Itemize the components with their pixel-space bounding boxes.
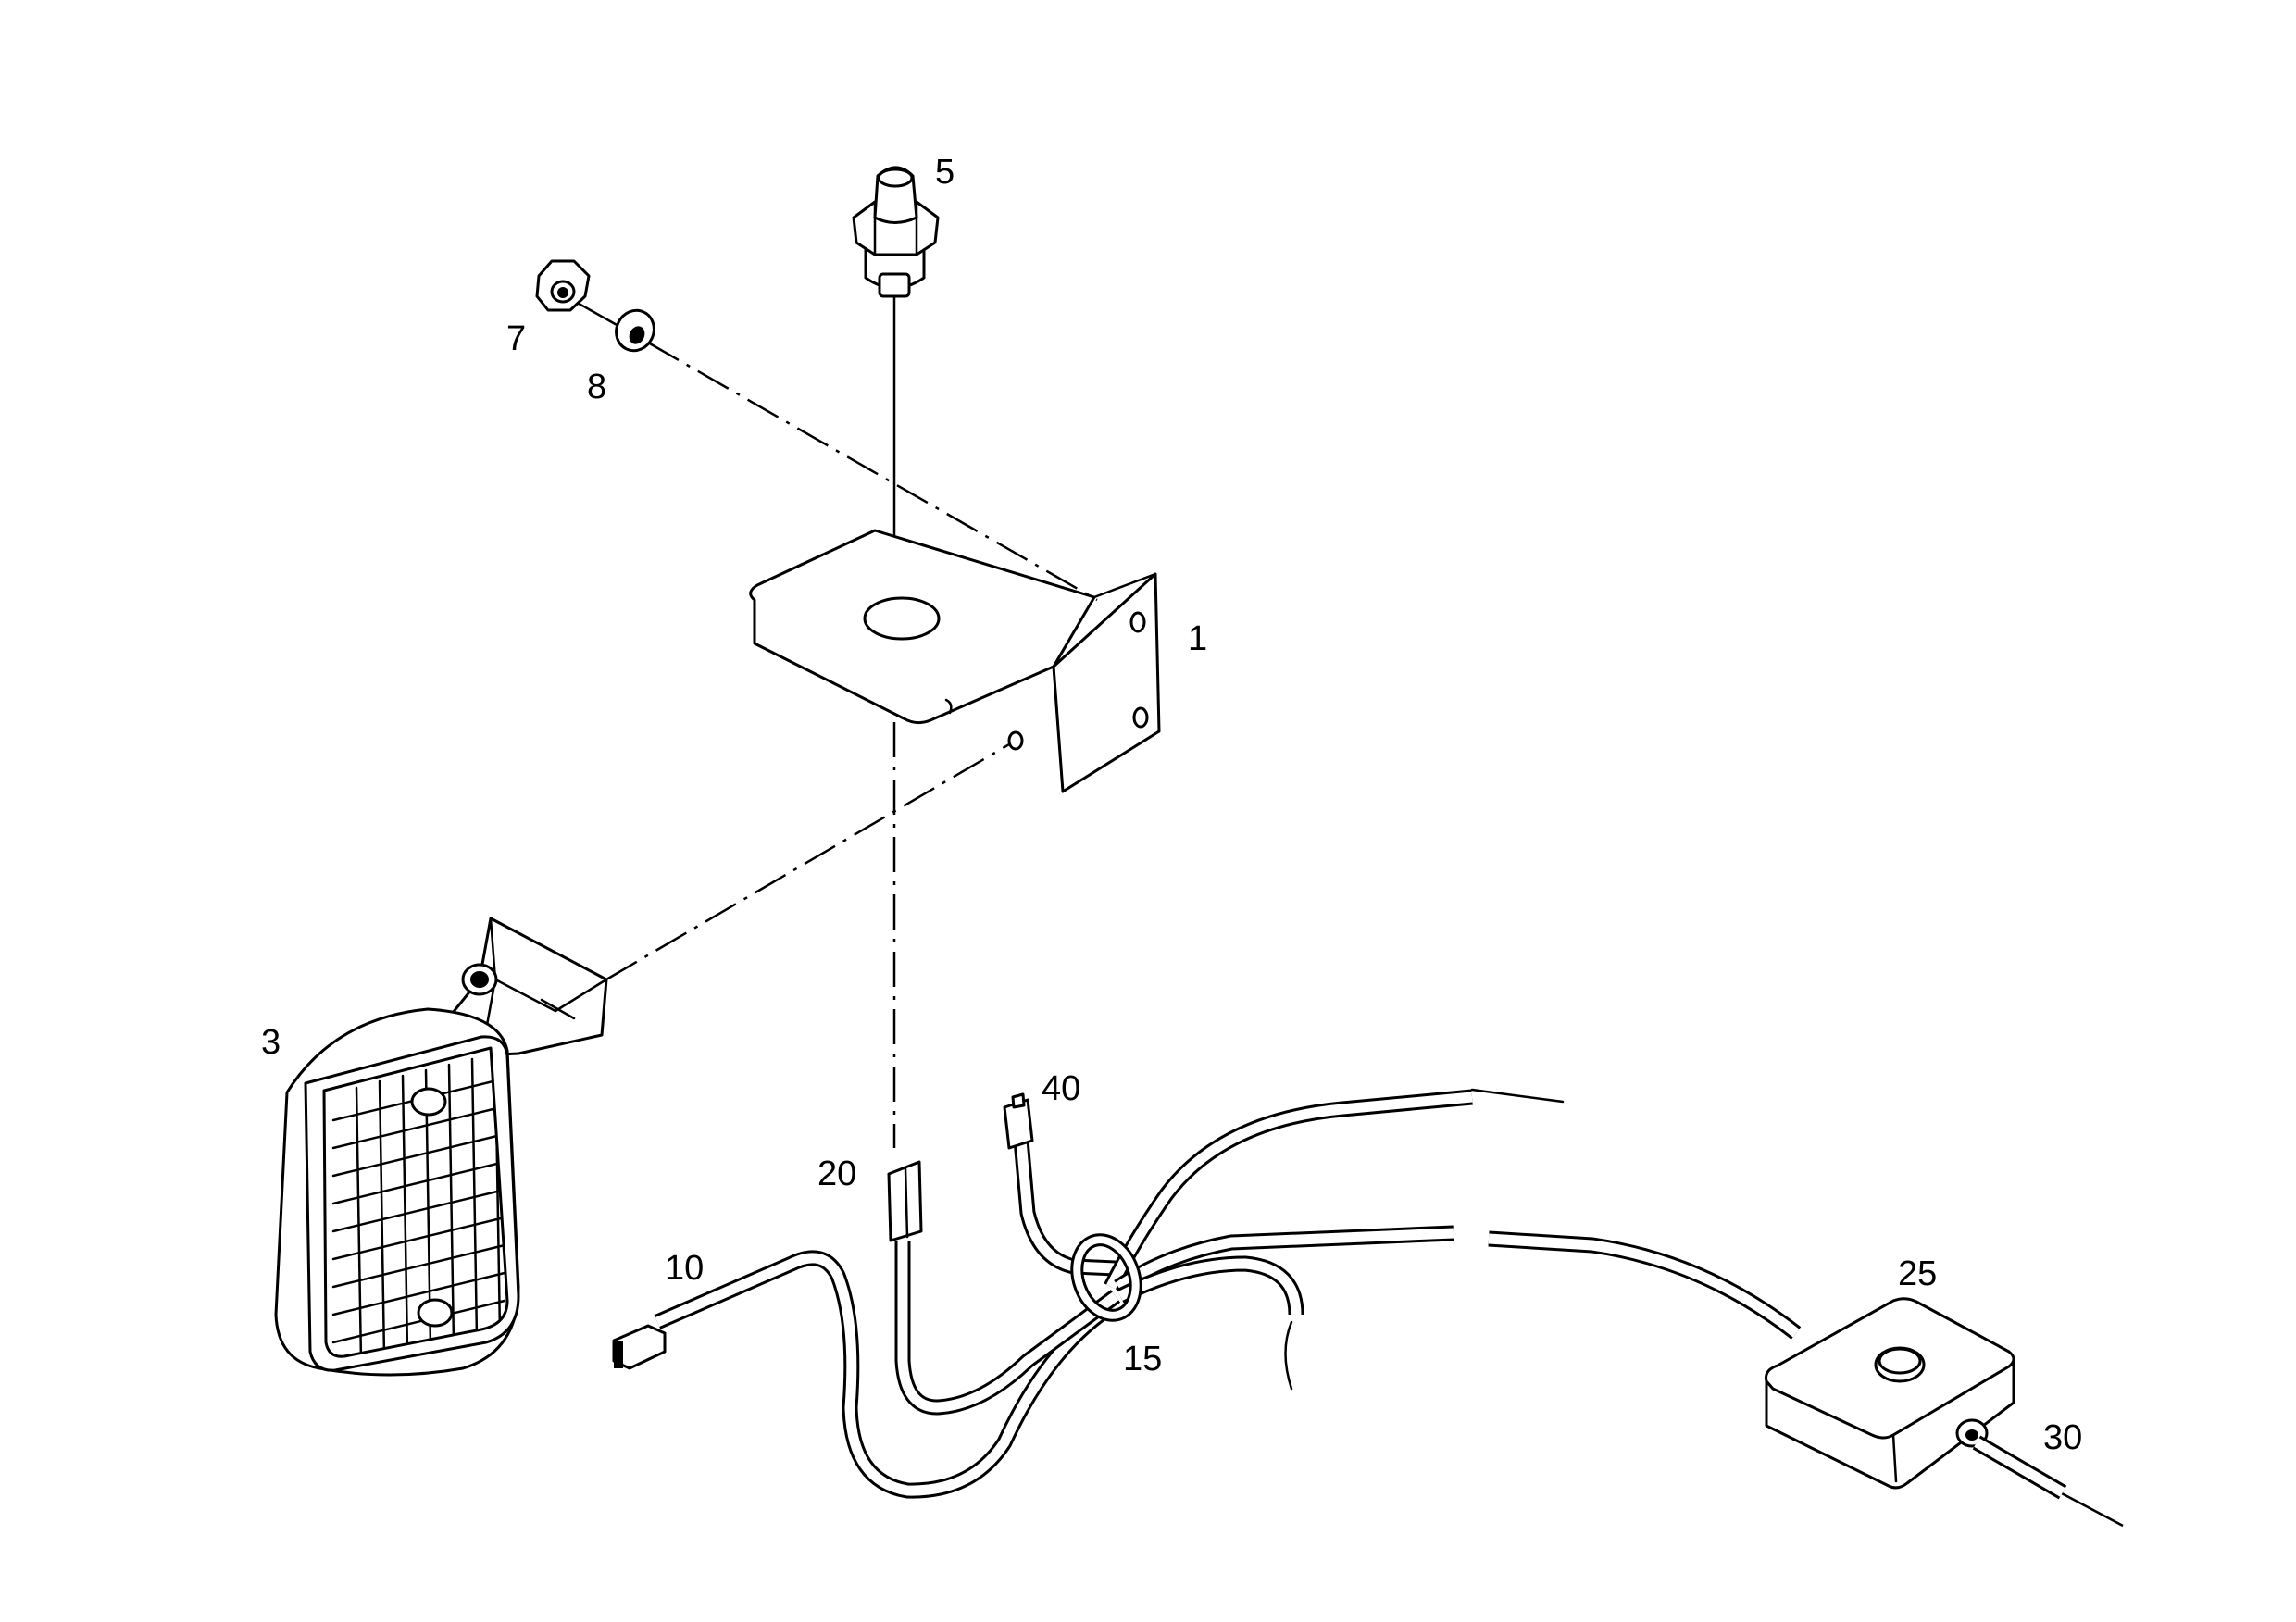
toggle-switch	[852, 166, 940, 298]
callout-labels: 5 7 8 1 3 40 20 10 15 25 30	[261, 153, 2082, 1457]
callout-25: 25	[1898, 1254, 1937, 1293]
lamp-axis-dashdot	[605, 739, 1017, 981]
work-lamp	[274, 917, 608, 1377]
wire-30-tail	[2059, 1491, 2124, 1528]
nut-axis-dashdot	[647, 341, 1098, 602]
wiring-harness	[654, 1088, 2067, 1500]
mounting-bracket	[749, 529, 1161, 793]
washer	[615, 308, 655, 353]
callout-30: 30	[2043, 1418, 2082, 1457]
cable-tie	[1070, 1233, 1142, 1322]
callout-7: 7	[506, 319, 526, 358]
callout-3: 3	[261, 1023, 281, 1062]
callout-8: 8	[587, 368, 606, 406]
callout-10: 10	[665, 1249, 704, 1288]
callout-5: 5	[935, 153, 955, 192]
control-box	[1765, 1297, 2015, 1490]
callout-20: 20	[817, 1154, 856, 1193]
connector-40	[1003, 1092, 1034, 1150]
callout-40: 40	[1042, 1069, 1080, 1108]
callout-1: 1	[1188, 619, 1207, 658]
connector-10	[612, 1324, 667, 1370]
nut	[535, 259, 591, 312]
callout-15: 15	[1123, 1340, 1162, 1379]
connector-20	[887, 1160, 923, 1242]
assembly-lines	[573, 294, 2124, 1528]
